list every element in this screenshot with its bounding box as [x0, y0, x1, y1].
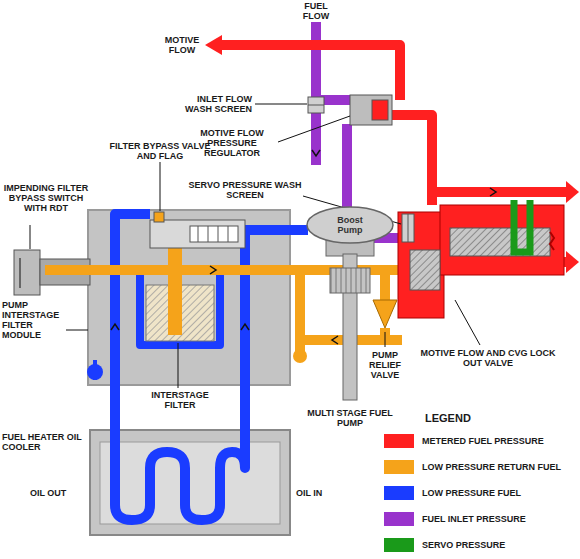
impending-bypass-switch	[19, 258, 21, 288]
servo-pressure-wash-screen	[402, 214, 414, 242]
legend-text: FUEL INLET PRESSURE	[422, 514, 526, 524]
leader-line	[160, 162, 161, 211]
motive-flow-cvg-lockout-valve	[398, 212, 444, 318]
motive-flow-cvg-lockout-valve	[514, 200, 530, 252]
legend-heading: LEGEND	[425, 412, 505, 424]
filter-bypass-valve	[150, 220, 245, 248]
flow-arrow	[111, 150, 496, 344]
low-pressure-fuel-pipe	[87, 214, 308, 520]
metered-fuel-pipe	[220, 45, 568, 262]
filter-bypass-valve	[208, 226, 209, 242]
filter-bypass-valve	[198, 226, 199, 242]
motive-flow-cvg-lockout-valve	[450, 228, 550, 256]
pump-disc	[307, 207, 393, 243]
part-label: OIL IN	[296, 488, 346, 498]
impending-bypass-switch	[14, 250, 40, 295]
part-label: MULTI STAGE FUEL PUMP	[303, 408, 397, 428]
multi-stage-fuel-pump	[326, 238, 374, 400]
part-label: FUEL FLOW	[296, 1, 336, 21]
legend-swatch	[384, 434, 414, 448]
filter-bypass-valve	[154, 212, 164, 222]
part-label: OIL OUT	[30, 488, 80, 498]
filter-bypass-valve	[228, 226, 229, 242]
legend-text: LOW PRESSURE FUEL	[422, 488, 521, 498]
flow-arrow	[490, 188, 496, 196]
fuel-inlet-pipe	[316, 22, 400, 238]
flow-arrow	[241, 324, 249, 330]
flow-arrowheads	[566, 181, 579, 203]
part-label: FILTER BYPASS VALVE AND FLAG	[105, 141, 215, 161]
part-label: SERVO PRESSURE WASH SCREEN	[188, 180, 302, 200]
leader-line	[278, 116, 350, 142]
legend-swatch	[384, 538, 414, 552]
metered-fuel-pipe	[220, 45, 400, 100]
flow-arrow	[332, 336, 338, 344]
flow-arrowheads	[205, 35, 579, 273]
legend-text: SERVO PRESSURE	[422, 540, 505, 550]
part-label: MOTIVE FLOW	[157, 35, 207, 55]
legend-row: SERVO PRESSURE	[384, 538, 505, 552]
legend-row: FUEL INLET PRESSURE	[384, 512, 526, 526]
part-label: PUMP INTERSTAGE FILTER MODULE	[2, 300, 68, 340]
motive-flow-pressure-regulator	[350, 95, 392, 125]
low-pressure-fuel-pipe	[115, 214, 308, 520]
flow-arrowheads	[566, 251, 579, 273]
filter-bypass-valve	[218, 226, 219, 242]
legend-swatch	[384, 460, 414, 474]
legend-text: LOW PRESSURE RETURN FUEL	[422, 462, 561, 472]
inlet-flow-wash-screen	[308, 97, 324, 113]
leader-line	[66, 330, 88, 331]
legend-row: LOW PRESSURE FUEL	[384, 486, 521, 500]
motive-flow-pressure-regulator	[350, 95, 392, 125]
legend-swatch	[384, 512, 414, 526]
flow-arrow	[210, 266, 216, 274]
motive-flow-cvg-lockout-valve	[440, 205, 564, 275]
multi-stage-fuel-pump	[330, 268, 370, 293]
legend-text: METERED FUEL PRESSURE	[422, 436, 544, 446]
low-pressure-fuel-pipe	[87, 364, 103, 380]
part-label: IMPENDING FILTER BYPASS SWITCH WITH RDT	[2, 183, 90, 213]
motive-flow-pressure-regulator	[372, 100, 388, 120]
flow-arrowheads	[205, 35, 222, 55]
metered-fuel-pipe	[390, 115, 432, 205]
legend-swatch	[384, 486, 414, 500]
motive-flow-cvg-lockout-valve	[550, 232, 554, 250]
low-pressure-return-pipe	[380, 270, 390, 300]
part-label: INLET FLOW WASH SCREEN	[170, 94, 252, 114]
filter-bypass-valve	[190, 226, 238, 242]
inlet-flow-wash-screen	[308, 105, 324, 106]
leader-line	[385, 332, 386, 347]
leader-line	[255, 104, 307, 105]
low-pressure-return-pipe	[373, 300, 397, 328]
inlet-flow-wash-screen	[308, 97, 324, 113]
low-pressure-return-pipe	[293, 349, 307, 363]
part-label: PUMP RELIEF VALVE	[361, 350, 409, 380]
legend-row: METERED FUEL PRESSURE	[384, 434, 544, 448]
motive-flow-cvg-lockout-valve	[398, 200, 564, 318]
boost-pump: Boost Pump	[306, 206, 394, 244]
part-label: INTERSTAGE FILTER	[135, 390, 225, 410]
servo-pressure-wash-screen	[408, 214, 409, 242]
servo-pressure-wash-screen	[402, 214, 414, 242]
flow-arrow	[111, 324, 119, 330]
flow-arrow	[312, 150, 320, 156]
leader-line	[30, 225, 31, 249]
leader-line	[455, 300, 480, 345]
metered-fuel-pipe	[432, 187, 568, 197]
leader-line	[178, 343, 179, 388]
filter-bypass-valve	[150, 212, 245, 248]
motive-flow-cvg-lockout-valve	[410, 250, 440, 290]
part-label: FUEL HEATER OIL COOLER	[2, 432, 88, 452]
legend-row: LOW PRESSURE RETURN FUEL	[384, 460, 561, 474]
part-label: MOTIVE FLOW AND CVG LOCK OUT VALVE	[413, 348, 563, 368]
leader-line	[30, 104, 480, 388]
node-text: Boost Pump	[328, 215, 372, 235]
